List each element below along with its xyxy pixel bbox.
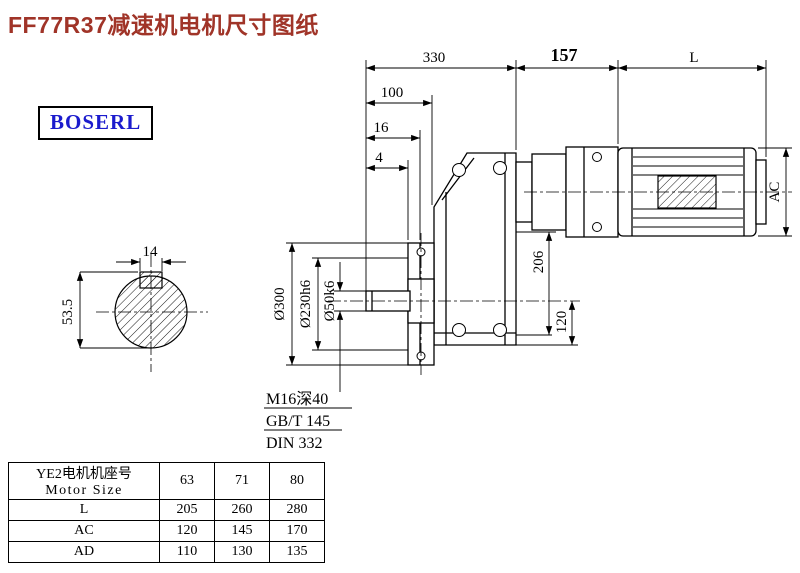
table-header-cell: YE2电机机座号 Motor Size	[8, 462, 160, 500]
dim-53-5-label: 53.5	[60, 299, 76, 325]
dim-206-label: 206	[531, 250, 547, 273]
note-gbt145: GB/T 145	[266, 413, 330, 430]
AD-80: 135	[269, 541, 325, 563]
centerlines	[96, 191, 792, 375]
L-71: 260	[214, 499, 270, 521]
dim-16-label: 16	[374, 120, 390, 136]
dim-120-label: 120	[554, 311, 570, 334]
size-71: 71	[214, 462, 270, 500]
table-row: L 205 260 280	[8, 499, 325, 521]
table-row: AC 120 145 170	[8, 520, 325, 542]
brand-logo: BOSERL	[38, 106, 154, 140]
dia-230-label: Ø230h6	[298, 279, 314, 328]
table-row: AD 110 130 135	[8, 541, 325, 563]
AC-80: 170	[269, 520, 325, 542]
dim-157-label: 157	[551, 45, 578, 65]
table-header-cn: YE2电机机座号	[36, 467, 132, 482]
bolt-holes	[416, 152, 602, 361]
dia-50-label: Ø50k6	[322, 280, 338, 321]
AC-71: 145	[214, 520, 270, 542]
dia-300-label: Ø300	[272, 287, 288, 320]
note-m16: M16深40	[266, 390, 328, 408]
L-80: 280	[269, 499, 325, 521]
dim-AC-label: AC	[767, 182, 783, 203]
AD-71: 130	[214, 541, 270, 563]
size-63: 63	[159, 462, 215, 500]
table-row: YE2电机机座号 Motor Size 63 71 80	[8, 462, 325, 500]
dimension-drawing: 330 157 L 100 16 4 14 53.5 Ø300 Ø230h6 Ø…	[60, 45, 792, 452]
dim-14-label: 14	[143, 244, 159, 260]
motor-fins	[633, 156, 743, 228]
size-80: 80	[269, 462, 325, 500]
AC-63: 120	[159, 520, 215, 542]
dim-L-label: L	[689, 50, 698, 66]
table-header-en: Motor Size	[45, 483, 123, 498]
note-din332: DIN 332	[266, 435, 322, 452]
gear-housing	[433, 152, 517, 346]
row-label-AD: AD	[8, 541, 160, 563]
dim-100-label: 100	[381, 85, 404, 101]
motor-size-table: YE2电机机座号 Motor Size 63 71 80 L 205 260 2…	[8, 462, 325, 563]
dim-330-label: 330	[423, 50, 446, 66]
dimension-lines: 330 157 L 100 16 4 14 53.5 Ø300 Ø230h6 Ø…	[60, 45, 792, 452]
row-label-L: L	[8, 499, 160, 521]
L-63: 205	[159, 499, 215, 521]
dim-4-label: 4	[375, 150, 383, 166]
row-label-AC: AC	[8, 520, 160, 542]
page-title: FF77R37减速机电机尺寸图纸	[8, 12, 319, 38]
AD-63: 110	[159, 541, 215, 563]
